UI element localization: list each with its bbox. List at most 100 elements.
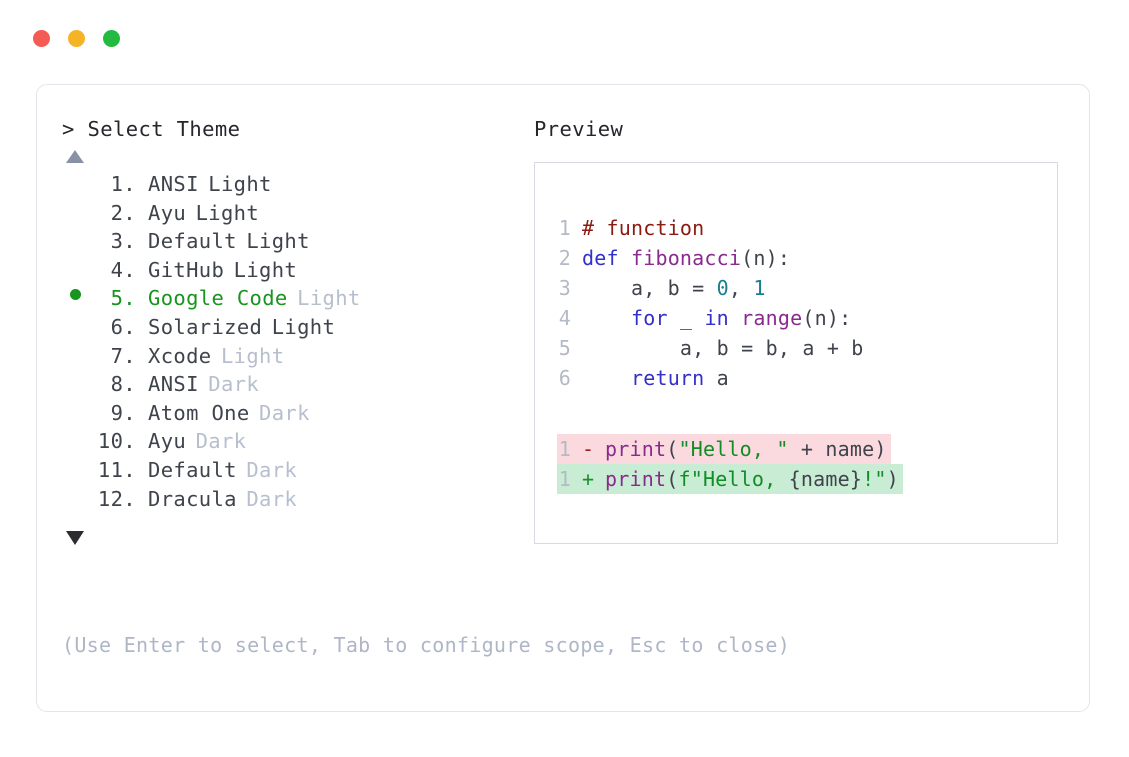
- code-line-content: a, b = 0, 1: [582, 273, 766, 303]
- code-token: (: [666, 437, 679, 461]
- code-token: def: [582, 246, 631, 270]
- close-button[interactable]: [33, 30, 50, 47]
- code-token: 1: [753, 276, 766, 300]
- theme-item-variant: Light: [246, 229, 310, 254]
- theme-item-index: 3.: [110, 229, 136, 254]
- code-token: !": [862, 467, 887, 491]
- diff-sign: +: [582, 467, 595, 491]
- theme-list-item[interactable]: 3. Default Light: [62, 229, 532, 258]
- line-number: 1: [558, 437, 571, 461]
- code-token: _: [667, 306, 705, 330]
- theme-item-name: Xcode: [148, 343, 212, 368]
- code-line-content: a, b = b, a + b: [582, 333, 864, 363]
- code-token: "Hello, ": [678, 437, 789, 461]
- theme-item-variant: Dark: [246, 486, 298, 511]
- theme-item-variant: Dark: [208, 372, 260, 397]
- selection-dot: [69, 289, 81, 301]
- code-token: f"Hello,: [678, 467, 789, 491]
- code-token: 0: [716, 276, 729, 300]
- code-token: {name}: [788, 467, 863, 491]
- theme-item-variant: Light: [208, 172, 272, 196]
- theme-item-index: 1.: [110, 172, 136, 196]
- theme-item-index: 4.: [110, 257, 136, 282]
- triangle-up-icon[interactable]: [66, 150, 84, 163]
- code-line: 5 a, b = b, a + b: [557, 333, 864, 363]
- theme-item-variant: Dark: [195, 429, 247, 454]
- theme-list-item[interactable]: 9. Atom One Dark: [62, 401, 532, 430]
- theme-list-item[interactable]: 8. ANSI Dark: [62, 372, 532, 401]
- diff-line-content: print(f"Hello, {name}!"): [605, 464, 899, 494]
- code-token: a, b = b, a + b: [582, 336, 864, 360]
- theme-list-item[interactable]: 10. Ayu Dark: [62, 429, 532, 458]
- theme-item-variant: Light: [195, 200, 260, 225]
- code-line-content: # function: [582, 213, 704, 243]
- theme-item-name: Atom One: [148, 400, 250, 425]
- code-token: return: [630, 366, 705, 390]
- theme-item-index: 11.: [97, 457, 136, 482]
- theme-item-variant: Dark: [259, 400, 310, 425]
- theme-item-variant: Light: [233, 257, 298, 282]
- theme-item-index: 10.: [97, 429, 136, 454]
- theme-item-name: GitHub: [148, 257, 225, 282]
- theme-item-index: 9.: [110, 400, 136, 425]
- code-line: 3 a, b = 0, 1: [557, 273, 864, 303]
- diff-line-del: 1-print("Hello, " + name): [557, 434, 891, 464]
- code-token: print: [605, 467, 667, 491]
- line-number: 1: [558, 216, 571, 240]
- selected-bullet-icon: [62, 289, 88, 305]
- code-line: 4 for _ in range(n):: [557, 303, 864, 333]
- theme-item-index: 5.: [110, 286, 136, 311]
- line-number: 5: [558, 336, 571, 360]
- code-token: [582, 306, 631, 330]
- code-token: (: [666, 467, 679, 491]
- maximize-button[interactable]: [103, 30, 120, 47]
- theme-item-name: Dracula: [148, 486, 237, 511]
- keyboard-hint: (Use Enter to select, Tab to configure s…: [62, 633, 791, 657]
- preview-label: Preview: [534, 117, 624, 141]
- code-token: [582, 366, 631, 390]
- code-token: (n):: [802, 306, 852, 330]
- code-token: # function: [582, 216, 705, 240]
- theme-list-item[interactable]: 12. Dracula Dark: [62, 487, 532, 516]
- theme-item-variant: Light: [271, 314, 336, 339]
- window-controls: [33, 30, 120, 47]
- minimize-button[interactable]: [68, 30, 85, 47]
- line-number: 3: [558, 276, 571, 300]
- theme-item-name: ANSI: [148, 372, 199, 397]
- code-line: 1 # function: [557, 213, 864, 243]
- triangle-down-icon[interactable]: [66, 531, 84, 546]
- prompt-label: > Select Theme: [62, 117, 241, 141]
- code-token: ): [886, 467, 899, 491]
- theme-item-index: 12.: [97, 486, 136, 511]
- theme-item-name: Ayu: [148, 429, 187, 454]
- code-token: a: [704, 366, 729, 390]
- theme-item-index: 8.: [110, 372, 136, 397]
- line-number: 6: [558, 366, 571, 390]
- code-token: in: [704, 306, 729, 330]
- code-token: range: [741, 306, 803, 330]
- code-line-content: return a: [582, 363, 729, 393]
- code-token: print: [605, 437, 667, 461]
- diff-sample: 1-print("Hello, " + name)1+print(f"Hello…: [557, 434, 903, 494]
- line-number: 2: [558, 246, 571, 270]
- code-token: + name): [788, 437, 887, 461]
- code-line: 6 return a: [557, 363, 864, 393]
- theme-item-name: Ayu: [148, 200, 187, 225]
- theme-item-name: Default: [148, 229, 237, 254]
- theme-item-variant: Light: [220, 343, 285, 368]
- diff-line-content: print("Hello, " + name): [605, 434, 887, 464]
- theme-list-item[interactable]: 4. GitHub Light: [62, 258, 532, 287]
